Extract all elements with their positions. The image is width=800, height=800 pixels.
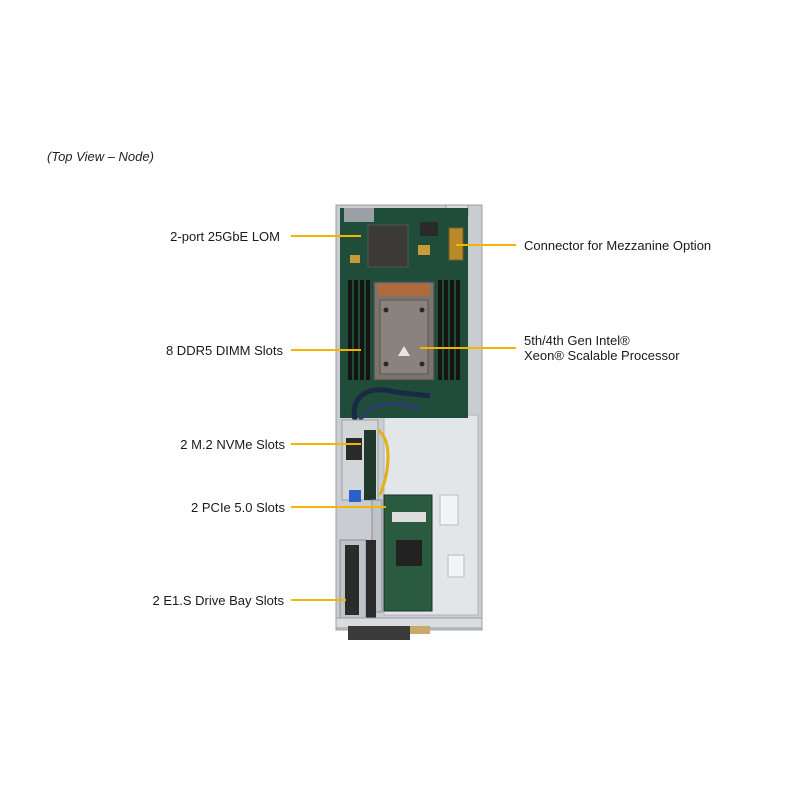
- label-nvme: 2 M.2 NVMe Slots: [180, 437, 285, 452]
- blue-connector: [349, 490, 361, 502]
- e1s-drive: [345, 545, 359, 615]
- leader-lom: [291, 235, 361, 237]
- lom-controller-chip: [367, 224, 409, 268]
- leader-e1s: [291, 599, 346, 601]
- label-cpu-line1: 5th/4th Gen Intel®: [524, 333, 630, 348]
- m2-slot: [346, 438, 362, 460]
- cable-yellow: [376, 428, 390, 496]
- m2-board: [364, 430, 376, 500]
- label-lom: 2-port 25GbE LOM: [170, 229, 280, 244]
- heatsink-copper-top: [378, 284, 430, 296]
- heatsink-fins: [379, 299, 429, 375]
- board-component: [420, 222, 438, 236]
- front-handle: [348, 626, 410, 640]
- label-cpu-line2: Xeon® Scalable Processor: [524, 348, 680, 363]
- board-component: [418, 245, 430, 255]
- pcie-card-chip: [396, 540, 422, 566]
- warning-triangle: [398, 346, 410, 356]
- leader-pcie: [291, 506, 386, 508]
- dimm-slots-right: [438, 280, 460, 380]
- pcie-card-label: [392, 512, 426, 522]
- tray-clip: [439, 494, 459, 526]
- label-mezzanine: Connector for Mezzanine Option: [524, 238, 712, 253]
- label-dimm: 8 DDR5 DIMM Slots: [165, 343, 283, 358]
- label-pcie: 2 PCIe 5.0 Slots: [191, 500, 285, 515]
- cable: [351, 387, 431, 421]
- tray-clip: [447, 554, 465, 578]
- leader-nvme: [291, 443, 361, 445]
- leader-dimm: [291, 349, 361, 351]
- board-component: [350, 255, 360, 263]
- leader-cpu: [420, 347, 516, 349]
- lom-connector: [344, 208, 374, 222]
- cable: [358, 401, 421, 422]
- view-caption: (Top View – Node): [47, 149, 154, 164]
- e1s-drive: [366, 540, 376, 620]
- front-handle-tab: [410, 626, 430, 634]
- leader-mezz: [456, 244, 516, 246]
- dimm-slots-left: [348, 280, 370, 380]
- label-e1s: 2 E1.S Drive Bay Slots: [152, 593, 285, 608]
